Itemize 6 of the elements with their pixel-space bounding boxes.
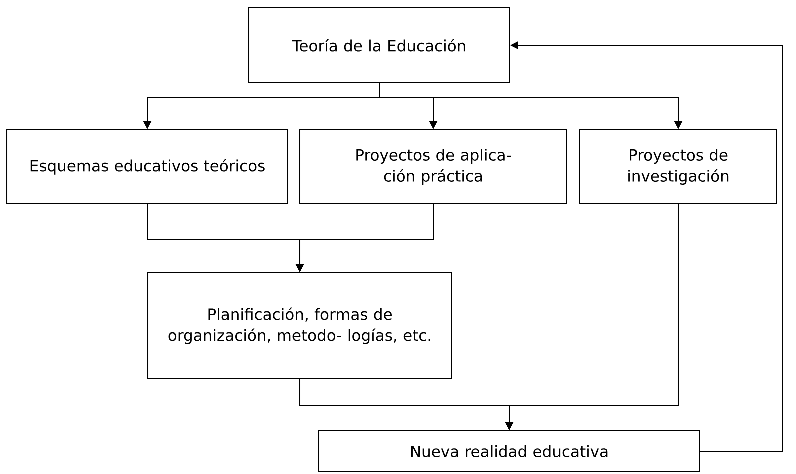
process-box: Proyectos de aplica- ción práctica xyxy=(300,130,568,204)
process-box: Esquemas educativos teóricos xyxy=(6,130,288,204)
process-box: Nueva realidad educativa xyxy=(318,430,700,472)
process-box: Planificación, formas de organización, metodo- logías, etc. xyxy=(148,272,452,380)
process-box: Teoría de la Educación xyxy=(248,8,510,84)
process-box: Proyectos de investigación xyxy=(580,130,778,204)
